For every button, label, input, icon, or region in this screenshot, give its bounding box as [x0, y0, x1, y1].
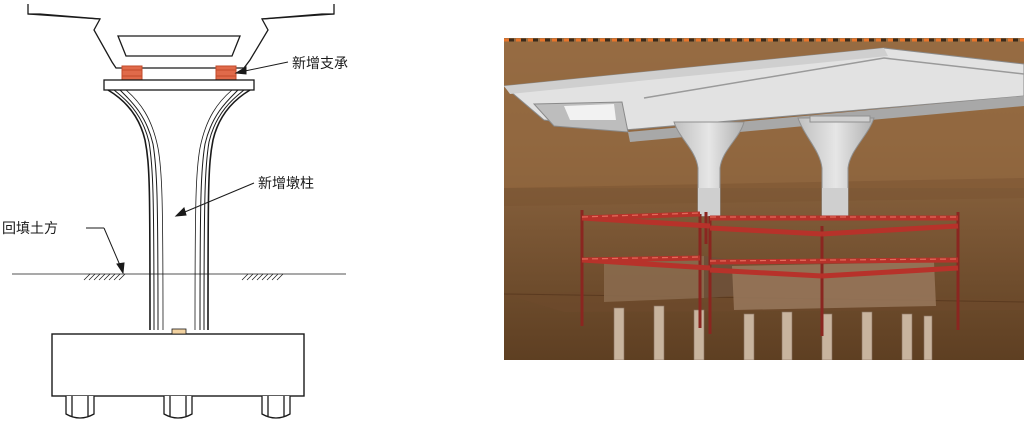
bearing-left [121, 65, 143, 81]
pier-base-marker [171, 328, 187, 335]
piles-render [613, 305, 933, 361]
section-drawing: 新增支承 新增墩柱 回填土方 [0, 0, 400, 422]
construction-render [502, 38, 1024, 361]
piles [65, 396, 291, 419]
leader-new-pier [174, 182, 255, 217]
section-drawing-svg: 新增支承 新增墩柱 回填土方 [2, 4, 348, 419]
leader-new-bearing [234, 61, 289, 75]
bearing-right [215, 65, 237, 81]
pile-cap [51, 333, 305, 397]
excavation-edge [504, 178, 1024, 206]
pier-cap [103, 79, 255, 91]
label-backfill: 回填土方 [2, 221, 58, 237]
scaffolding [580, 210, 960, 336]
leader-backfill [86, 227, 125, 275]
pier-column [107, 89, 251, 331]
label-new-bearing: 新增支承 [292, 56, 348, 72]
ground-hatch [83, 273, 284, 281]
label-new-pier: 新增墩柱 [258, 176, 314, 192]
box-girder [27, 4, 335, 69]
construction-render-svg [502, 38, 1024, 361]
pier-left [673, 121, 745, 217]
